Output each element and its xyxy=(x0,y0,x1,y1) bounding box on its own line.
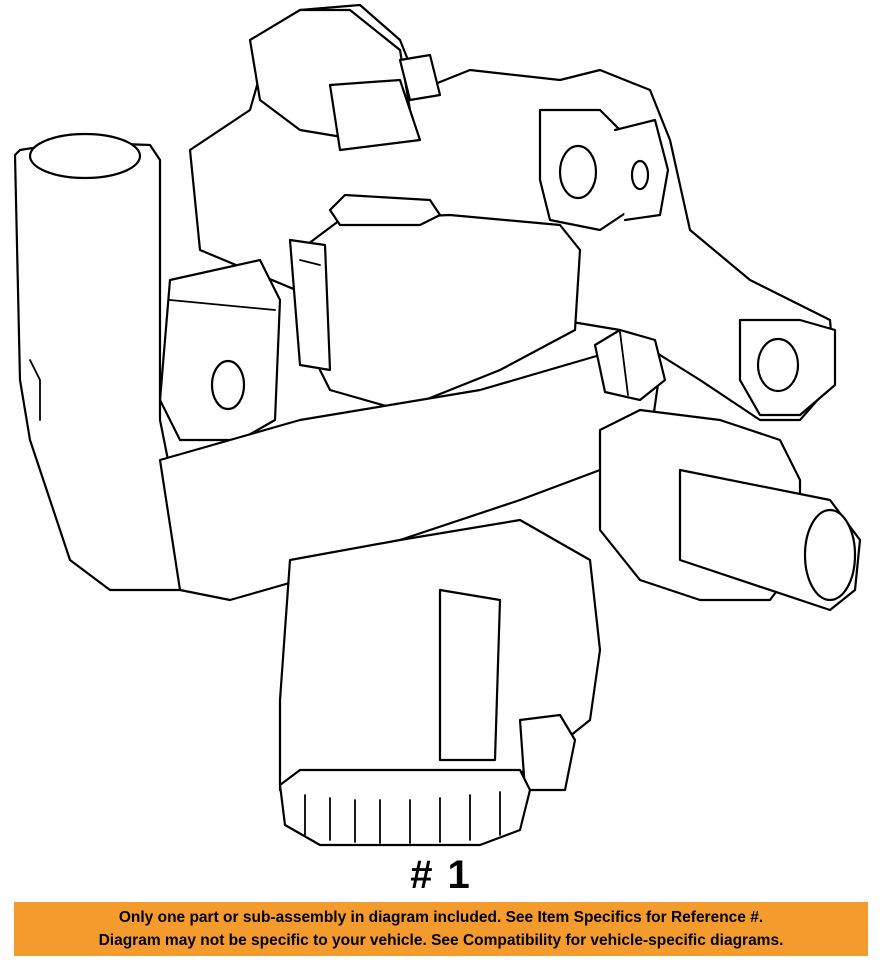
disclaimer-line-1: Only one part or sub-assembly in diagram… xyxy=(118,909,764,926)
inlet-opening xyxy=(28,132,142,180)
side-bracket xyxy=(158,258,282,442)
outlet-opening xyxy=(803,508,857,602)
ribbed-cap xyxy=(278,768,532,847)
bolt-hole xyxy=(558,144,598,200)
disclaimer-line-2: Diagram may not be specific to your vehi… xyxy=(98,932,784,949)
hex-nut xyxy=(593,328,667,402)
part-number-label: # 1 xyxy=(410,853,472,897)
parts-diagram xyxy=(13,3,862,847)
disclaimer-banner: Only one part or sub-assembly in diagram… xyxy=(14,902,868,956)
